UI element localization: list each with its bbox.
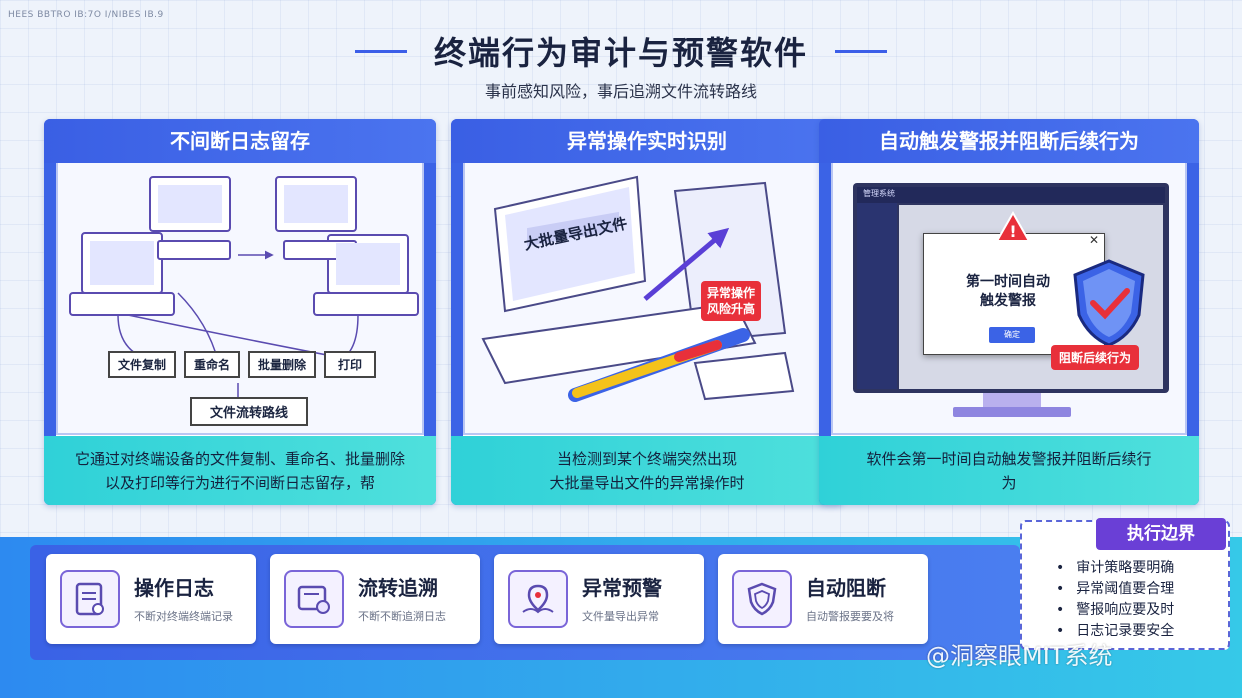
feature-desc: 不断不断追溯日志 xyxy=(358,610,446,623)
card-heading: 异常操作实时识别 xyxy=(451,119,843,163)
risk-warning-tag: 异常操作 风险升高 xyxy=(701,281,762,321)
card-description: 软件会第一时间自动触发警报并阻断后续行 为 xyxy=(819,436,1199,505)
dialog-message: 第一时间自动 触发警报 xyxy=(966,274,1050,309)
title-right-line xyxy=(835,49,888,53)
computer-export-illustration xyxy=(481,175,795,402)
app-title: 管理系统 xyxy=(863,189,895,198)
feature-title: 异常预警 xyxy=(582,576,662,600)
boundary-title: 执行边界 xyxy=(1096,518,1226,550)
app-titlebar xyxy=(857,187,1165,203)
boundary-list: 审计策略要明确 异常阈值要合理 警报响应要及时 日志记录要安全 xyxy=(1056,558,1174,642)
action-tag: 打印 xyxy=(324,351,377,378)
card-description: 它通过对终端设备的文件复制、重命名、批量删除 以及打印等行为进行不间断日志留存，… xyxy=(44,436,436,505)
feature-operation-log: 操作日志 不断对终端终端记录 xyxy=(46,554,256,644)
boundary-item: 异常阈值要合理 xyxy=(1056,579,1174,600)
desc-line: 大批量导出文件的异常操作时 xyxy=(549,473,745,492)
monitor-base xyxy=(953,407,1071,417)
card-heading: 不间断日志留存 xyxy=(44,119,436,163)
feature-title: 自动阻断 xyxy=(806,576,886,600)
feature-desc: 自动警报要要及将 xyxy=(806,610,894,623)
card-auto-alarm: 自动触发警报并阻断后续行为 管理系统 ✕ 第一时间自动 触发警报 确定 ! 阻断… xyxy=(819,119,1199,505)
document-icon xyxy=(60,570,120,628)
title-row: 终端行为审计与预警软件 xyxy=(0,28,1242,74)
feature-desc: 文件量导出异常 xyxy=(582,610,659,623)
page-title: 终端行为审计与预警软件 xyxy=(433,34,808,72)
card-log-retention: 不间断日志留存 xyxy=(44,119,436,505)
card-heading: 自动触发警报并阻断后续行为 xyxy=(819,119,1199,163)
alarm-illustration: 管理系统 ✕ 第一时间自动 触发警报 确定 ! 阻断后续行为 xyxy=(831,163,1187,435)
dialog-confirm-button[interactable]: 确定 xyxy=(989,327,1035,343)
watermark: @洞察眼MIT系统 xyxy=(926,642,1113,670)
svg-text:!: ! xyxy=(1009,222,1016,241)
desc-line: 它通过对终端设备的文件复制、重命名、批量删除 xyxy=(74,449,405,468)
feature-auto-block: 自动阻断 自动警报要要及将 xyxy=(718,554,928,644)
log-illustration: 文件复制 重命名 批量删除 打印 文件流转路线 xyxy=(56,163,424,435)
desc-line: 以及打印等行为进行不间断日志留存，帮 xyxy=(104,473,375,492)
feature-title: 操作日志 xyxy=(134,576,214,600)
desc-line: 当检测到某个终端突然出现 xyxy=(556,449,737,468)
boundary-item: 审计策略要明确 xyxy=(1056,558,1174,579)
flow-route-label: 文件流转路线 xyxy=(190,397,309,426)
card-description: 当检测到某个终端突然出现 大批量导出文件的异常操作时 xyxy=(451,436,843,505)
feature-desc: 不断对终端终端记录 xyxy=(134,610,233,623)
desc-line: 为 xyxy=(1001,473,1017,492)
network-computers-illustration xyxy=(69,176,419,397)
anomaly-illustration: 大批量导出文件 异常操作 风险升高 xyxy=(463,163,831,435)
feature-title: 流转追溯 xyxy=(358,576,438,600)
card-body: 管理系统 ✕ 第一时间自动 触发警报 确定 ! 阻断后续行为 xyxy=(831,163,1187,505)
corner-text: HEES BBTRO IB:7O I/NIBES IB.9 xyxy=(8,10,164,20)
file-trace-icon xyxy=(284,570,344,628)
block-behavior-tag: 阻断后续行为 xyxy=(1051,345,1140,370)
shield-check-icon xyxy=(1073,259,1145,347)
shield-icon xyxy=(732,570,792,628)
desc-line: 软件会第一时间自动触发警报并阻断后续行 xyxy=(866,449,1152,468)
boundary-item: 日志记录要安全 xyxy=(1056,621,1174,642)
map-pin-icon xyxy=(508,570,568,628)
title-left-line xyxy=(354,49,407,53)
monitor-stand xyxy=(983,393,1041,407)
card-anomaly-detection: 异常操作实时识别 大批量导出文件 异常操作 风险升高 xyxy=(451,119,843,505)
action-tag: 批量删除 xyxy=(248,351,317,378)
action-tag: 重命名 xyxy=(184,351,241,378)
feature-anomaly-alert: 异常预警 文件量导出异常 xyxy=(494,554,704,644)
dialog-close-icon[interactable]: ✕ xyxy=(1089,233,1100,247)
page-subtitle: 事前感知风险，事后追溯文件流转路线 xyxy=(484,82,757,101)
action-tag: 文件复制 xyxy=(108,351,177,378)
warning-triangle-icon: ! xyxy=(995,211,1031,242)
app-sidebar xyxy=(857,203,897,389)
card-body: 文件复制 重命名 批量删除 打印 文件流转路线 xyxy=(56,163,424,505)
feature-flow-trace: 流转追溯 不断不断追溯日志 xyxy=(270,554,480,644)
boundary-item: 警报响应要及时 xyxy=(1056,600,1174,621)
